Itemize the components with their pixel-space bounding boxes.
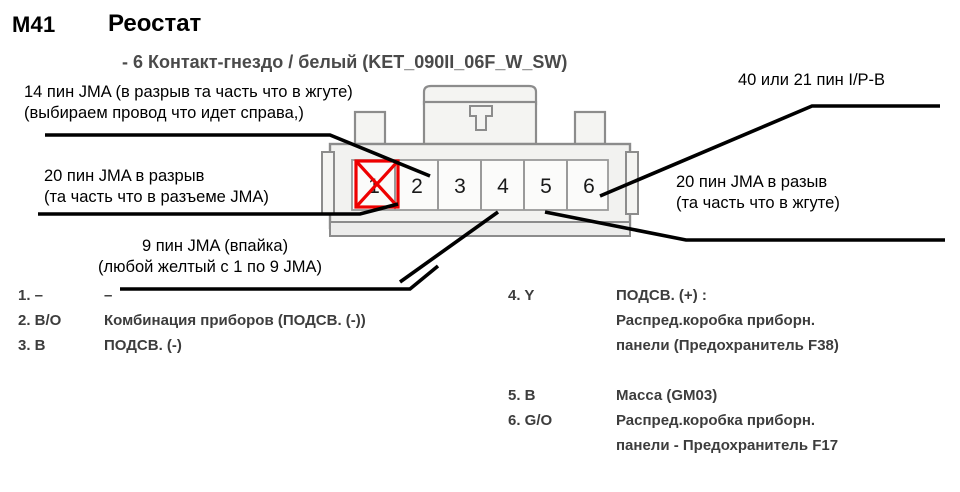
pin-label-3: 3 — [454, 175, 466, 198]
callout-9-pin-line2: (любой желтый с 1 по 9 JMA) — [98, 258, 322, 276]
legend-pin4-cont2: панели (Предохранитель F38) — [616, 337, 839, 354]
callout-20-pin-left-line2: (та часть что в разъеме JMA) — [44, 188, 269, 206]
pin-1-crossed-marker — [354, 159, 400, 209]
legend-pin4-id: 4. Y — [508, 287, 535, 304]
legend-pin1-desc: – — [104, 287, 113, 304]
legend-row-pin3: 3. B ПОДСВ. (-) — [18, 333, 366, 358]
legend-spacer — [508, 358, 839, 383]
callout-20-pin-jma-right: 20 пин JMA в разыв (та часть что в жгуте… — [676, 172, 840, 214]
pin-label-1: 1 — [368, 175, 380, 198]
page-title: Реостат — [108, 10, 202, 37]
legend-row-pin6: 6. G/O Распред.коробка приборн. — [508, 408, 839, 433]
callout-9-pin-jma: 9 пин JMA (впайка) (любой желтый с 1 по … — [0, 236, 420, 278]
legend-row-pin1: 1. – – — [18, 283, 366, 308]
callout-14-pin-jma: 14 пин JMA (в разрыв та часть что в жгут… — [24, 82, 353, 124]
leader-line-20pin-right — [544, 210, 945, 242]
pin-legend-right: 4. Y ПОДСВ. (+) : Распред.коробка прибор… — [508, 283, 839, 458]
legend-row-pin4: 4. Y ПОДСВ. (+) : — [508, 283, 839, 308]
callout-20-pin-right-line1: 20 пин JMA в разыв — [676, 173, 828, 191]
component-code: M41 — [12, 12, 56, 37]
callout-20-pin-jma-left: 20 пин JMA в разрыв (та часть что в разъ… — [44, 166, 269, 208]
legend-pin4-cont1: Распред.коробка приборн. — [616, 312, 816, 329]
pin-label-2: 2 — [411, 175, 423, 198]
legend-pin2-id: 2. B/O — [18, 312, 62, 329]
callout-40-or-21-pin-line1: 40 или 21 пин I/P-B — [738, 71, 886, 89]
legend-pin4-desc: ПОДСВ. (+) : — [616, 287, 707, 304]
callout-20-pin-left-line1: 20 пин JMA в разрыв — [44, 167, 205, 185]
legend-pin6-desc: Распред.коробка приборн. — [616, 412, 816, 429]
connector-subtitle: - 6 Контакт-гнездо / белый (KET_090II_06… — [122, 52, 568, 72]
legend-pin6-id: 6. G/O — [508, 412, 553, 429]
legend-pin3-desc: ПОДСВ. (-) — [104, 337, 182, 354]
callout-9-pin-line1: 9 пин JMA (впайка) — [141, 237, 289, 255]
callout-14-pin-line2: (выбираем провод что идет справа,) — [24, 104, 304, 122]
callout-40-or-21-pin: 40 или 21 пин I/P-B — [738, 70, 885, 91]
legend-pin5-id: 5. B — [508, 387, 536, 404]
pin-number-labels: 1 2 3 4 5 6 — [368, 175, 595, 198]
legend-pin5-desc: Масса (GM03) — [616, 387, 718, 404]
legend-pin1-id: 1. – — [18, 287, 44, 304]
callout-14-pin-line1: 14 пин JMA (в разрыв та часть что в жгут… — [24, 83, 353, 101]
connector-housing — [321, 84, 639, 237]
callout-20-pin-right-line2: (та часть что в жгуте) — [676, 194, 840, 212]
pin-label-6: 6 — [583, 175, 595, 198]
legend-pin6-cont1: панели - Предохранитель F17 — [616, 437, 839, 454]
pin-label-5: 5 — [540, 175, 552, 198]
legend-row-pin2: 2. B/O Комбинация приборов (ПОДСВ. (-)) — [18, 308, 366, 333]
pin-label-4: 4 — [497, 175, 509, 198]
legend-pin2-desc: Комбинация приборов (ПОДСВ. (-)) — [104, 312, 366, 329]
pin-legend-left: 1. – – 2. B/O Комбинация приборов (ПОДСВ… — [18, 283, 366, 358]
legend-pin3-id: 3. B — [18, 337, 46, 354]
legend-row-pin5: 5. B Масса (GM03) — [508, 383, 839, 408]
